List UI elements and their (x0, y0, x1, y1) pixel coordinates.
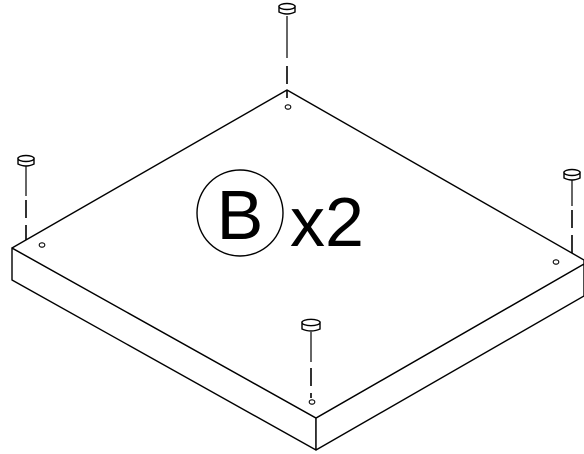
pin-left (17, 154, 35, 240)
pin-top (278, 2, 296, 98)
part-label: B x2 (196, 169, 364, 261)
panel (11, 89, 584, 451)
pin-front (301, 318, 321, 398)
quantity-label: x2 (290, 183, 364, 261)
hole-icon (308, 399, 316, 405)
panel-top (11, 89, 584, 419)
circled-letter-icon (196, 169, 284, 257)
pin-right (563, 168, 581, 256)
hole-icon (552, 259, 560, 265)
hole-icon (38, 242, 46, 248)
hole-icon (284, 104, 292, 110)
part-letter: B (217, 176, 264, 254)
